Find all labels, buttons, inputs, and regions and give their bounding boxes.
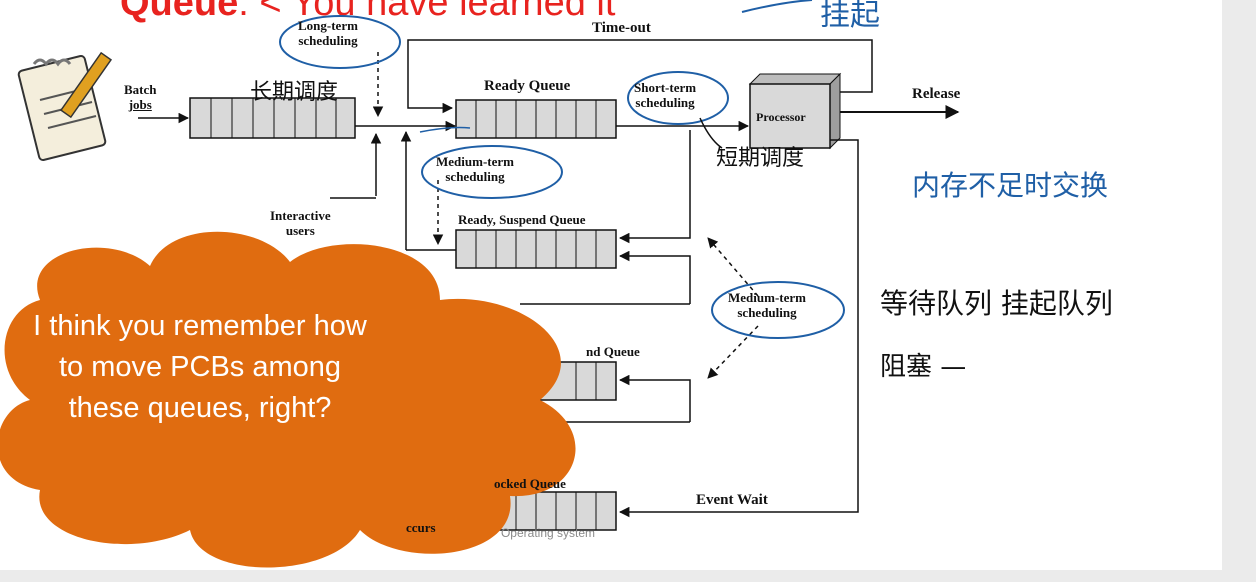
interactive-line-1: Interactive bbox=[270, 208, 331, 223]
short-term-line-1: Short-term bbox=[634, 80, 697, 95]
medium-term-label-2: Medium-term scheduling bbox=[728, 290, 806, 320]
long-term-line-1: Long-term bbox=[298, 18, 358, 33]
batch-jobs-label: Batch jobs bbox=[124, 82, 157, 112]
ready-queue-label: Ready Queue bbox=[484, 78, 571, 94]
medium-term-2-line-1: Medium-term bbox=[728, 290, 806, 305]
batch-queue-box bbox=[189, 97, 356, 139]
event-wait-arrow bbox=[618, 139, 859, 518]
title-pointer bbox=[741, 0, 813, 13]
short-term-circle bbox=[627, 71, 729, 125]
medium-term-circle-2 bbox=[711, 281, 845, 339]
queue-diagram bbox=[0, 0, 960, 568]
batch-line-1: Batch bbox=[124, 82, 157, 97]
title-rest: : < You have learned it bbox=[238, 0, 616, 24]
handwriting-memory: 内存不足时交换 bbox=[912, 169, 1109, 202]
medium-term-label-1: Medium-term scheduling bbox=[436, 154, 514, 184]
processor-label: Processor bbox=[756, 110, 806, 124]
blocked-queue-label: ocked Queue bbox=[494, 476, 566, 491]
short-term-pointer bbox=[699, 117, 723, 149]
slide-footer: Operating system bbox=[500, 526, 596, 540]
blocked-suspend-queue-label: nd Queue bbox=[586, 344, 640, 359]
to-blocked-suspend-arrow bbox=[618, 374, 691, 422]
long-term-line-2: scheduling bbox=[298, 33, 358, 48]
processor-to-suspend-arrow bbox=[618, 130, 691, 244]
blue-stroke bbox=[419, 126, 471, 133]
long-term-label: Long-term scheduling bbox=[298, 18, 358, 48]
cloud-text: I think you remember how to move PCBs am… bbox=[33, 310, 367, 424]
timeout-loop bbox=[407, 39, 873, 114]
medium-term-circle-1 bbox=[421, 145, 563, 199]
slide-title: Queue: < You have learned it bbox=[120, 0, 615, 25]
title-keyword: Queue bbox=[120, 0, 239, 24]
handwriting-short-term: 短期调度 bbox=[716, 146, 805, 171]
processor-box bbox=[748, 72, 842, 150]
short-term-label: Short-term scheduling bbox=[634, 80, 696, 110]
handwriting-queues-2: 阻塞 — bbox=[880, 352, 967, 382]
ready-suspend-queue-box bbox=[455, 229, 617, 269]
release-label: Release bbox=[912, 86, 961, 102]
medium-term-dashed-up bbox=[707, 237, 759, 297]
blocked-suspend-to-ready-suspend-arrow bbox=[618, 250, 691, 304]
medium-term-dashed-down bbox=[707, 325, 759, 379]
event-occurs-label: ccurs bbox=[406, 520, 436, 535]
timeout-label: Time-out bbox=[592, 20, 651, 36]
medium-term-2-line-2: scheduling bbox=[737, 305, 797, 320]
ready-queue-box bbox=[455, 99, 617, 139]
handwriting-long-term: 长期调度 bbox=[250, 80, 339, 105]
event-wait-label: Event Wait bbox=[696, 492, 768, 508]
notepad-icon bbox=[17, 51, 113, 162]
slide: Queue: < You have learned it bbox=[0, 0, 1222, 570]
handwriting-top-right: 挂起 bbox=[820, 0, 880, 33]
short-term-line-2: scheduling bbox=[635, 95, 695, 110]
handwriting-queues-1: 等待队列 挂起队列 bbox=[880, 287, 1113, 320]
ready-suspend-queue-label: Ready, Suspend Queue bbox=[458, 212, 586, 227]
interactive-users-label: Interactive users bbox=[270, 208, 331, 238]
batch-line-2: jobs bbox=[128, 97, 152, 112]
interactive-line-2: users bbox=[285, 223, 315, 238]
thought-cloud bbox=[0, 231, 576, 568]
long-term-circle bbox=[279, 15, 401, 69]
medium-term-1-line-1: Medium-term bbox=[436, 154, 514, 169]
medium-term-1-line-2: scheduling bbox=[445, 169, 505, 184]
